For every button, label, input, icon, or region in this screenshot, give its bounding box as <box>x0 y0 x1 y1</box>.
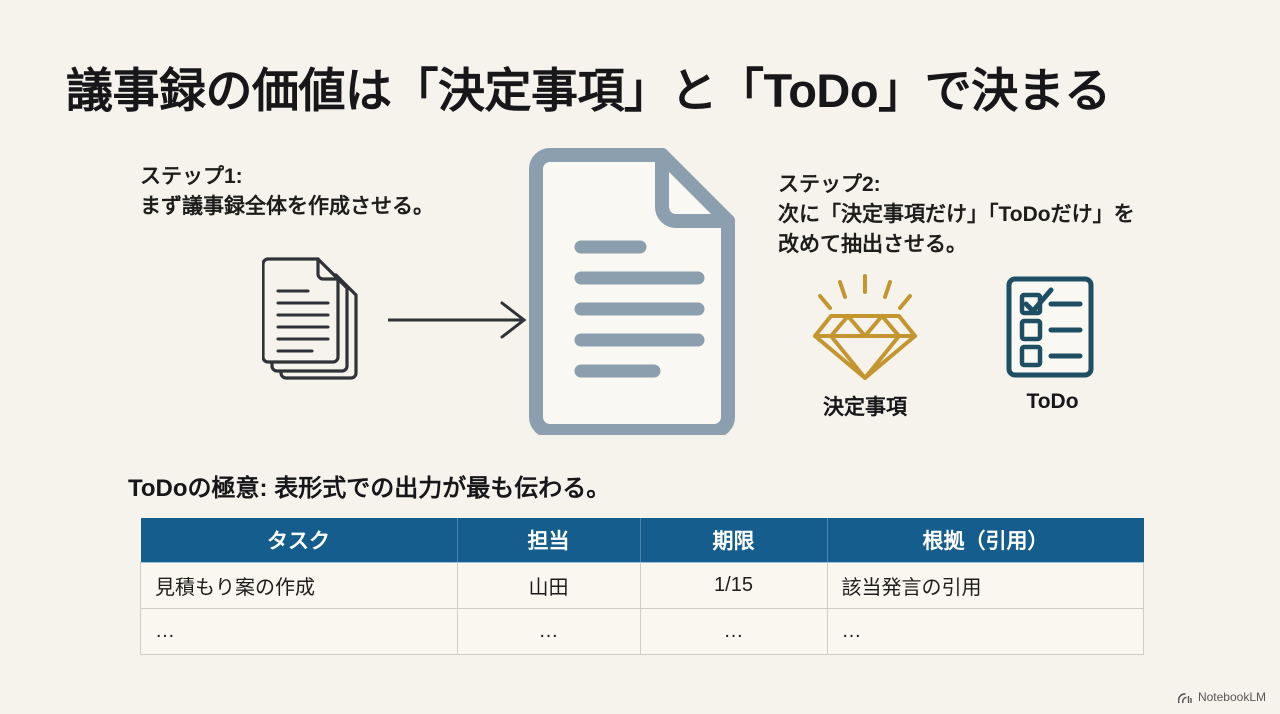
table-header-owner: 担当 <box>457 518 641 563</box>
step-1-caption: ステップ1: まず議事録全体を作成させる。 <box>140 165 434 218</box>
checklist-icon <box>1006 276 1094 378</box>
table-cell-due: 1/15 <box>639 562 828 609</box>
table-cell-task: 見積もり案の作成 <box>140 562 458 609</box>
table-cell-task: … <box>140 608 458 655</box>
brand-watermark-label: NotebookLM <box>1197 690 1266 704</box>
page-title: 議事録の価値は「決定事項」と「ToDo」で決まる <box>66 64 1111 117</box>
table-row: 見積もり案の作成 山田 1/15 該当発言の引用 <box>140 562 1144 609</box>
table-intro-text: ToDoの極意: 表形式での出力が最も伝わる。 <box>128 475 611 502</box>
document-stack-icon <box>262 253 382 388</box>
result-todo-label: ToDo <box>1026 390 1079 413</box>
table-body: 見積もり案の作成 山田 1/15 該当発言の引用 … … … … <box>140 562 1144 655</box>
table-cell-owner: … <box>456 608 641 655</box>
result-todo-group: ToDo <box>995 275 1110 414</box>
brand-watermark: NotebookLM <box>1177 690 1266 704</box>
table-header-task: タスク <box>140 518 458 563</box>
table-header-source: 根拠（引用） <box>827 518 1144 563</box>
table-cell-owner: 山田 <box>456 562 641 609</box>
table-head: タスク 担当 期限 根拠（引用） <box>140 518 1144 563</box>
table-cell-source: … <box>826 608 1144 655</box>
result-decision-group: 決定事項 <box>800 272 930 421</box>
result-decision-label: 決定事項 <box>823 396 907 419</box>
document-icon <box>528 145 763 438</box>
table-cell-source: 該当発言の引用 <box>826 562 1144 609</box>
diamond-icon <box>813 274 917 380</box>
table-cell-due: … <box>639 608 828 655</box>
table-header-due: 期限 <box>640 518 828 563</box>
todo-table: タスク 担当 期限 根拠（引用） 見積もり案の作成 山田 1/15 該当発言の引… <box>140 518 1144 655</box>
step-2-caption: ステップ2: 次に「決定事項だけ」「ToDoだけ」を 改めて抽出させる。 <box>778 173 1135 256</box>
table-row: … … … … <box>140 608 1144 655</box>
notebooklm-logo-icon <box>1177 692 1192 703</box>
right-arrow-icon <box>386 300 536 340</box>
table-header-row: タスク 担当 期限 根拠（引用） <box>140 518 1144 563</box>
